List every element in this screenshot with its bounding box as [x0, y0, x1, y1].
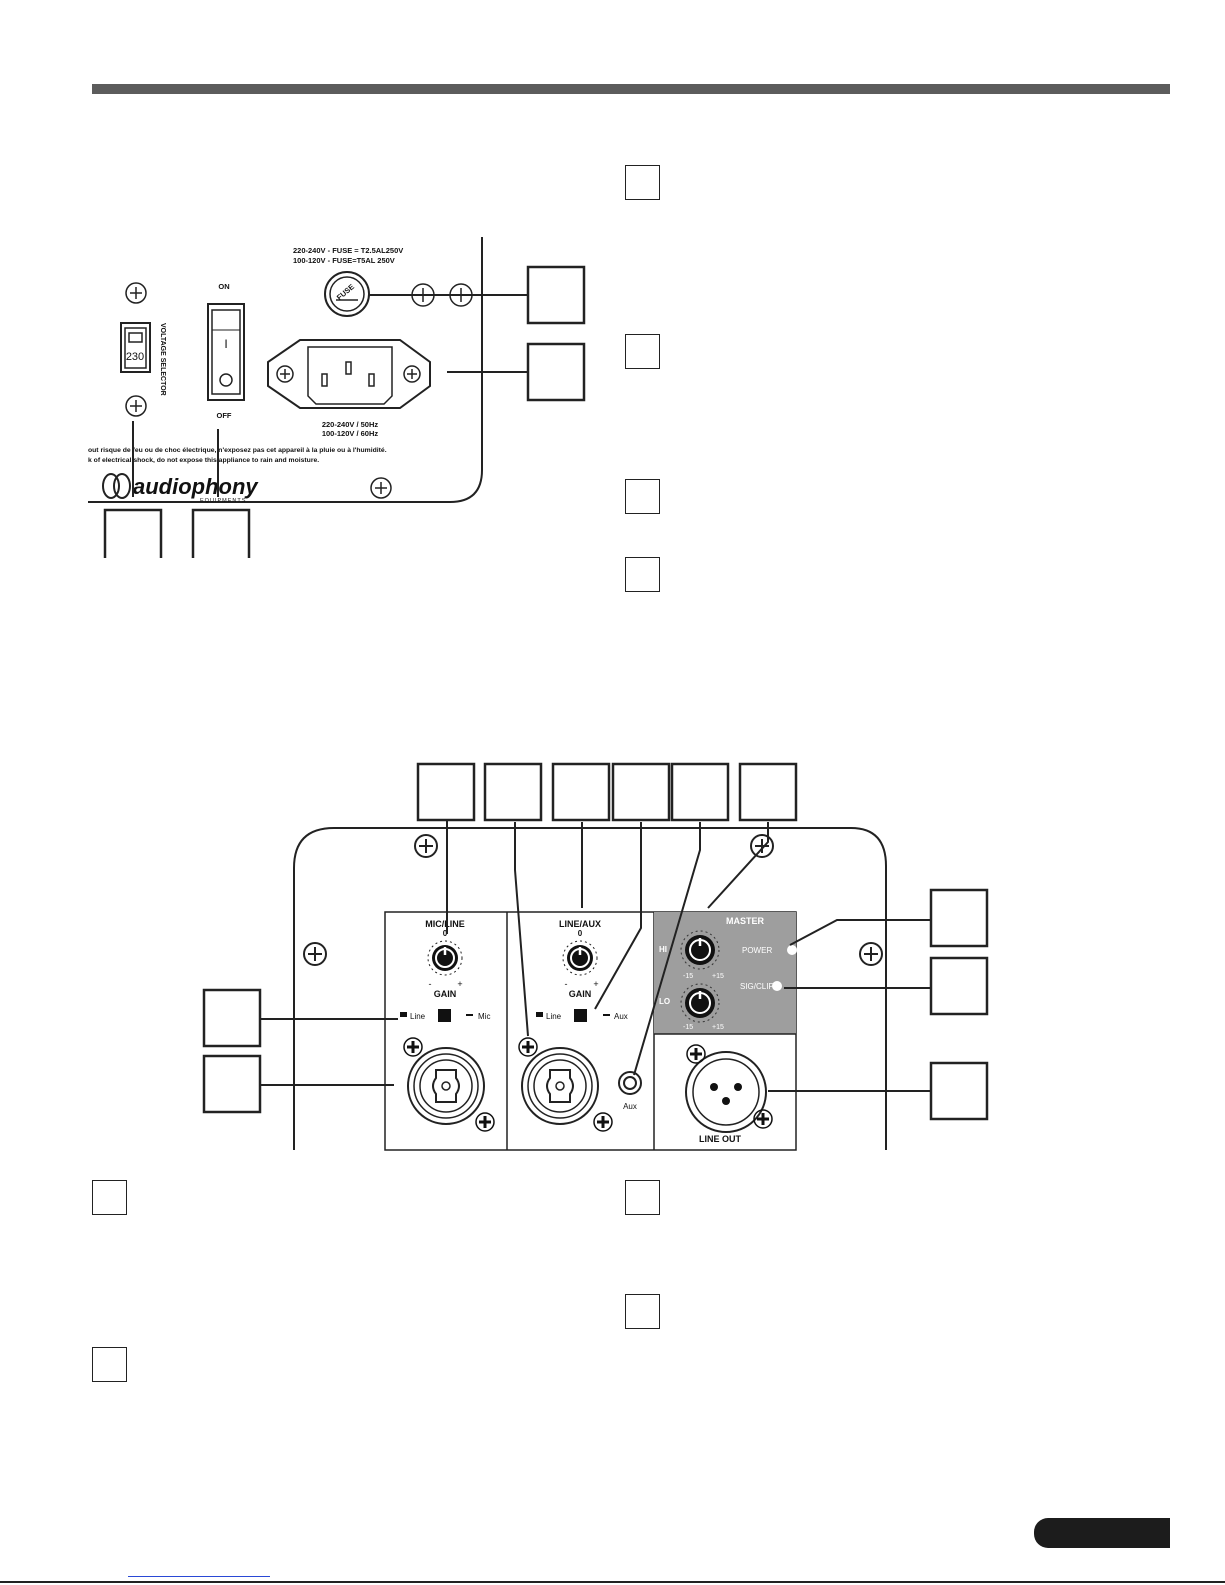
- svg-text:Line: Line: [546, 1012, 562, 1021]
- description-callout-box: [92, 1347, 127, 1382]
- svg-text:Line: Line: [410, 1012, 426, 1021]
- header-bar: [92, 84, 1170, 94]
- footer-link-underline[interactable]: [128, 1576, 270, 1577]
- switch-off-label: OFF: [217, 411, 232, 420]
- description-callout-box: [625, 1294, 660, 1329]
- svg-text:LO: LO: [659, 997, 670, 1006]
- svg-text:+15: +15: [712, 1024, 724, 1031]
- iec-rating-line2: 100-120V / 60Hz: [322, 429, 379, 438]
- mixer-callout-boxes: [202, 762, 989, 1121]
- ch1-combo-jack: [407, 1047, 485, 1125]
- voltage-selector: 230: [120, 322, 151, 373]
- audiophony-logo: audiophony EQUIPMENTS: [102, 473, 259, 504]
- ch2-gain-knob: [562, 940, 598, 976]
- switch-on-label: ON: [218, 282, 229, 291]
- aux-minijack: [618, 1071, 642, 1095]
- ch2-line-aux-switch: [574, 1009, 587, 1022]
- svg-text:-: -: [565, 979, 568, 989]
- description-callout-box: [92, 1180, 127, 1215]
- power-led: [787, 945, 797, 955]
- voltage-selector-label: VOLTAGE SELECTOR: [159, 323, 166, 396]
- svg-text:POWER: POWER: [742, 946, 772, 955]
- ch2-title: LINE/AUX: [559, 919, 601, 929]
- enclosure-outline: [293, 827, 887, 1150]
- ch1-title: MIC/LINE: [425, 919, 465, 929]
- page-number-badge: [1034, 1518, 1170, 1548]
- screw-icon: [303, 942, 327, 966]
- line-out-label: LINE OUT: [699, 1134, 742, 1144]
- svg-text:+: +: [593, 979, 598, 989]
- svg-text:0: 0: [578, 929, 583, 938]
- power-panel-leader-lines: [132, 294, 528, 497]
- sig-clip-led: [772, 981, 782, 991]
- fuse-holder: [324, 271, 370, 317]
- svg-text:+15: +15: [712, 973, 724, 980]
- master-title: MASTER: [726, 916, 765, 926]
- hi-eq-knob: [680, 930, 720, 970]
- screw-icon: [370, 477, 392, 499]
- voltage-value: 230: [126, 351, 144, 363]
- description-callout-box: [625, 479, 660, 514]
- screw-icon: [414, 834, 438, 858]
- power-panel-callout-boxes: [103, 265, 586, 558]
- lo-eq-knob: [680, 983, 720, 1023]
- svg-text:+: +: [457, 979, 462, 989]
- ch2-combo-jack: [521, 1047, 599, 1125]
- description-callout-box: [625, 1180, 660, 1215]
- warning-text-en: k of electrical shock, do not expose thi…: [88, 457, 319, 464]
- svg-text:-: -: [429, 979, 432, 989]
- screw-icon: [750, 834, 774, 858]
- screw-icon: [859, 942, 883, 966]
- svg-text:SIG/CLIP: SIG/CLIP: [740, 982, 774, 991]
- svg-text:Aux: Aux: [614, 1012, 628, 1021]
- warning-text-fr: out risque de feu ou de choc électrique,…: [88, 447, 387, 454]
- fuse-spec-line2: 100-120V - FUSE=T5AL 250V: [293, 256, 395, 265]
- svg-text:GAIN: GAIN: [434, 989, 457, 999]
- svg-text:Aux: Aux: [623, 1102, 637, 1111]
- svg-text:audiophony: audiophony: [133, 474, 259, 499]
- svg-text:GAIN: GAIN: [569, 989, 592, 999]
- ch1-line-mic-switch: [438, 1009, 451, 1022]
- description-callout-box: [625, 165, 660, 200]
- power-switch: [207, 303, 245, 401]
- svg-text:0: 0: [443, 929, 448, 938]
- panel-outline: [88, 237, 483, 503]
- description-callout-box: [625, 334, 660, 369]
- line-out-xlr: [685, 1051, 767, 1133]
- iec-rating-line1: 220-240V / 50Hz: [322, 420, 379, 429]
- switch-i-label: I: [224, 337, 227, 351]
- iec-inlet: [267, 339, 431, 409]
- svg-text:EQUIPMENTS: EQUIPMENTS: [200, 498, 246, 504]
- ch1-gain-knob: [427, 940, 463, 976]
- master-section-bg: [654, 912, 796, 1034]
- description-callout-box: [625, 557, 660, 592]
- svg-text:Mic: Mic: [478, 1012, 490, 1021]
- svg-text:-15: -15: [683, 1024, 693, 1031]
- mixer-leader-lines: [261, 820, 931, 1092]
- fuse-spec-line1: 220-240V - FUSE = T2.5AL250V: [293, 246, 403, 255]
- footer-rule: [0, 1581, 1225, 1583]
- screw-icon: [125, 282, 147, 304]
- screw-icon: [125, 395, 147, 417]
- svg-text:-15: -15: [683, 973, 693, 980]
- svg-text:HI: HI: [659, 945, 667, 954]
